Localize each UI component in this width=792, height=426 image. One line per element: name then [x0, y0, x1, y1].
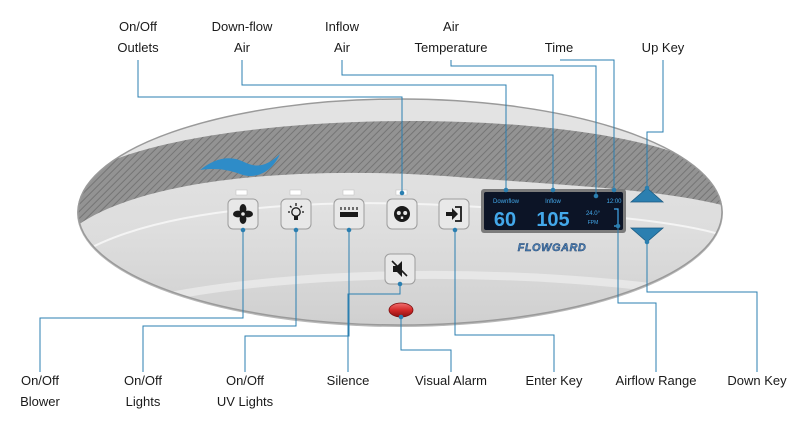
- label-on-off-lights: On/Off Lights: [124, 370, 162, 412]
- label-line: Air: [234, 40, 250, 55]
- label-inflow-air: Inflow Air: [325, 16, 359, 58]
- label-visual-alarm: Visual Alarm: [415, 370, 487, 391]
- downflow-value: 60: [494, 209, 516, 231]
- unit-label: FPM: [588, 220, 599, 226]
- leader-time: [560, 59, 615, 190]
- mute-icon: [391, 260, 408, 277]
- logo-wave-icon: [200, 154, 280, 176]
- uv-lights-indicator: [342, 189, 355, 196]
- label-line: On/Off: [225, 373, 265, 388]
- leader-blower: [39, 230, 244, 372]
- label-line: Lights: [125, 394, 161, 409]
- label-line: Blower: [20, 394, 60, 409]
- leader-lines: [39, 59, 758, 372]
- label-up-key: Up Key: [642, 37, 685, 58]
- blower-indicator: [235, 189, 248, 196]
- label-line: Air: [443, 19, 459, 34]
- fan-icon: [233, 204, 253, 224]
- label-line: Outlets: [117, 40, 159, 55]
- enter-key[interactable]: [438, 198, 470, 230]
- outlet-icon: [394, 206, 410, 222]
- label-line: On/Off: [20, 373, 60, 388]
- temperature-value: 24.0°: [586, 211, 601, 217]
- label-airflow-range: Airflow Range: [616, 370, 697, 391]
- time-value: 12:00: [606, 199, 622, 205]
- leader-silence: [347, 284, 401, 372]
- leader-visual-alarm: [400, 317, 452, 372]
- label-line: Down Key: [727, 373, 787, 388]
- lights-key[interactable]: [280, 198, 312, 230]
- label-line: Up Key: [641, 40, 685, 55]
- lights-indicator: [289, 189, 302, 196]
- label-air-temperature: Air Temperature: [415, 16, 488, 58]
- label-line: Silence: [326, 373, 370, 388]
- inflow-value: 105: [536, 209, 569, 231]
- uv-light-icon: [340, 207, 358, 217]
- label-enter-key: Enter Key: [525, 370, 582, 391]
- label-line: Enter Key: [525, 373, 583, 388]
- brand-logo: FLOWGARD: [518, 242, 587, 254]
- leader-inflow: [341, 60, 554, 190]
- inflow-label: Inflow: [545, 199, 561, 205]
- label-time: Time: [545, 37, 573, 58]
- down-arrow-icon: [629, 227, 665, 243]
- label-line: On/Off: [123, 373, 163, 388]
- label-silence: Silence: [327, 370, 370, 391]
- label-line: Visual Alarm: [414, 373, 488, 388]
- label-on-off-outlets: On/Off Outlets: [117, 16, 158, 58]
- label-down-flow-air: Down-flow Air: [212, 16, 273, 58]
- downflow-label: Downflow: [493, 199, 520, 205]
- lcd-display: Downflow Inflow 12:00 60 105 24.0° FPM: [481, 189, 626, 233]
- label-line: Time: [544, 40, 574, 55]
- label-line: Temperature: [414, 40, 488, 55]
- leader-up-key: [646, 60, 664, 188]
- label-down-key: Down Key: [727, 370, 786, 391]
- leader-enter-key: [454, 230, 555, 372]
- label-line: Down-flow: [211, 19, 273, 34]
- leader-airflow-range: [617, 226, 657, 372]
- up-arrow-icon: [629, 187, 665, 203]
- label-line: UV Lights: [216, 394, 274, 409]
- label-line: Inflow: [325, 19, 359, 34]
- label-line: Air: [334, 40, 350, 55]
- leader-outlets: [137, 60, 403, 193]
- outlets-key[interactable]: [386, 198, 418, 230]
- blower-key[interactable]: [227, 198, 259, 230]
- leader-temperature: [450, 60, 597, 196]
- silence-key[interactable]: [384, 253, 416, 285]
- leader-uv-lights: [244, 230, 350, 372]
- label-line: Airflow Range: [615, 373, 697, 388]
- leader-lights: [142, 230, 297, 372]
- label-on-off-uv-lights: On/Off UV Lights: [217, 370, 273, 412]
- enter-icon: [446, 206, 462, 222]
- light-bulb-icon: [288, 203, 304, 220]
- leader-downflow: [241, 60, 507, 190]
- uv-lights-key[interactable]: [333, 198, 365, 230]
- up-key[interactable]: [629, 187, 665, 203]
- leader-down-key: [646, 242, 758, 372]
- label-line: On/Off: [118, 19, 158, 34]
- down-key[interactable]: [629, 227, 665, 243]
- label-on-off-blower: On/Off Blower: [20, 370, 60, 412]
